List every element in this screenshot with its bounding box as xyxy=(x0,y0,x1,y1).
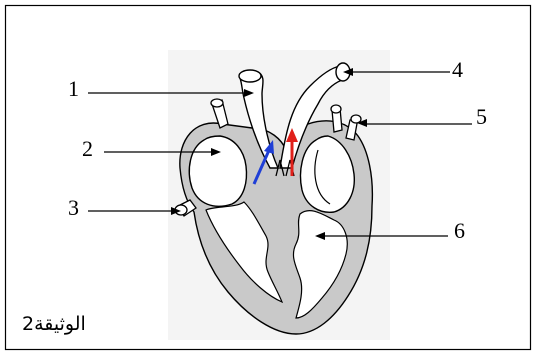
label-4: 4 xyxy=(452,59,463,81)
right-atrium xyxy=(189,136,246,206)
pulmonary-artery-opening xyxy=(239,70,261,82)
label-6: 6 xyxy=(454,220,465,242)
document-caption: الوثيقة2 xyxy=(22,313,86,335)
pulmonary-vein-a-opening xyxy=(331,105,341,113)
label-2: 2 xyxy=(82,138,93,160)
vena-cava-superior-opening xyxy=(211,99,223,107)
label-3: 3 xyxy=(68,197,79,219)
label-1: 1 xyxy=(68,78,79,100)
pulmonary-vein-b-opening xyxy=(351,115,361,123)
label-5: 5 xyxy=(476,106,487,128)
